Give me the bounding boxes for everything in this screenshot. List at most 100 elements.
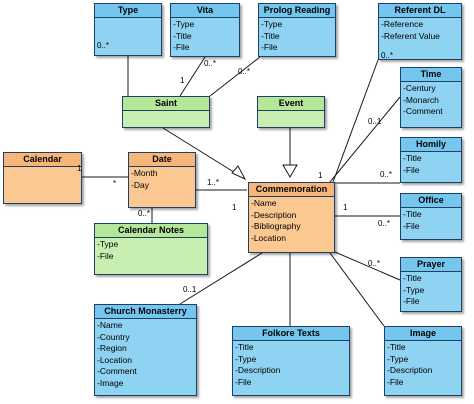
class-title: Event [258,97,324,111]
attribute: -Bibliography [251,221,301,231]
assoc-commemoration-church [179,252,263,305]
assoc-prolog-saint [209,56,261,97]
multiplicity-label: 0..* [238,67,251,76]
attribute: -Monarch [403,94,439,105]
attribute: -File [403,164,420,175]
class-office[interactable]: Office -Title -File [400,193,462,240]
multiplicity-label: 1 [318,171,323,180]
multiplicity-label: 0..* [380,170,393,179]
class-event[interactable]: Event [257,96,325,128]
class-attributes: -Title -Type -Description -File [233,341,349,388]
class-saint[interactable]: Saint [122,96,210,128]
multiplicity-label: 0..* [368,259,381,268]
class-time[interactable]: Time -Century -Monarch -Comment [400,67,462,128]
attribute: -Century [403,83,436,93]
class-attributes: -Month -Day [129,167,195,191]
assoc-commemoration-image [329,252,385,327]
multiplicity-label: 0..* [381,51,394,60]
attribute: -Type [387,353,409,364]
multiplicity-label: 1 [180,76,185,85]
class-vita[interactable]: Vita -Type -Title -File [170,3,240,57]
class-title: Type [95,4,161,18]
multiplicity-label: 0..* [378,219,391,228]
class-attributes: -Name -Country -Region -Location -Commen… [95,319,196,389]
class-title: Prayer [401,258,461,272]
attribute: -Referent Value [381,30,440,41]
multiplicity-label: 0..* [97,41,110,50]
attribute: -Type [261,19,283,29]
class-date[interactable]: Date -Month -Day [128,152,196,208]
class-title: Commemoration [249,183,334,197]
attribute: -Title [387,342,406,352]
class-title: Date [129,153,195,167]
class-commemoration[interactable]: Commemoration -Name -Description -Biblio… [248,182,335,253]
attribute: -Region [97,343,127,353]
class-referent-dl[interactable]: Referent DL -Reference -Referent Value [378,3,462,60]
attribute: -Comment [403,106,443,116]
gen-saint-commemoration [162,127,246,180]
assoc-referent-commemoration [332,59,379,183]
class-homily[interactable]: Homily -Title -File [400,137,462,183]
attribute: -Type [97,239,119,249]
class-title: Image [385,327,461,341]
attribute: -File [403,296,420,306]
class-title: Saint [123,97,209,111]
attribute: -Type [235,353,257,364]
class-type[interactable]: Type [94,3,162,56]
class-title: Vita [171,4,239,18]
attribute: -Image [97,377,124,388]
attribute: -Title [235,342,254,352]
class-title: Referent DL [379,4,461,18]
class-title: Calendar Notes [95,224,207,238]
multiplicity-label: 0..1 [368,117,382,126]
class-image[interactable]: Image -Title -Type -Description -File [384,326,462,396]
class-calendar-notes[interactable]: Calendar Notes -Type -File [94,223,208,275]
class-prayer[interactable]: Prayer -Title -Type -File [400,257,462,312]
multiplicity-label: 1..* [207,178,220,187]
attribute: -File [261,42,278,52]
class-title: Church Monasterry [95,305,196,319]
class-attributes: -Type -Title -File [171,18,239,54]
class-attributes: -Century -Monarch -Comment [401,82,461,118]
multiplicity-label: 1 [77,164,82,173]
class-title: Homily [401,138,461,152]
class-attributes: -Reference -Referent Value [379,18,461,42]
attribute: -Type [173,19,195,29]
class-title: Office [401,194,461,208]
attribute: -File [173,42,190,52]
class-attributes: -Type -File [95,238,207,262]
attribute: -Month [131,168,158,178]
class-church-monasterry[interactable]: Church Monasterry -Name -Country -Region… [94,304,197,396]
attribute: -Type [403,284,425,295]
assoc-vita-saint [179,56,206,97]
multiplicity-label: 1 [343,203,348,212]
attribute: -Country [97,331,130,342]
class-title: Prolog Reading [259,4,335,18]
multiplicity-label: 0..1 [183,285,197,294]
multiplicity-label: 0..* [138,209,151,218]
class-attributes: -Title -File [401,208,461,232]
attribute: -Name [97,320,123,330]
attribute: -Title [403,209,422,219]
attribute: -File [235,376,252,387]
attribute: -Day [131,179,149,190]
class-attributes: -Title -Type -Description -File [385,341,461,388]
class-title: Calendar [4,153,81,167]
multiplicity-label: 0..* [204,59,217,68]
class-prolog-reading[interactable]: Prolog Reading -Type -Title -File [258,3,336,57]
class-calendar[interactable]: Calendar [3,152,82,204]
generalization-arrowhead-saint [231,165,247,181]
class-attributes: -Title -Type -File [401,272,461,308]
attribute: -Reference [381,19,424,29]
attribute: -Description [387,365,433,375]
attribute: -Name [251,198,277,208]
attribute: -Description [251,209,297,220]
attribute: -Title [173,30,192,41]
multiplicity-label: * [113,179,117,188]
attribute: -File [387,376,404,387]
attribute: -Location [97,354,132,365]
class-attributes: -Title -File [401,152,461,176]
class-folklore-texts[interactable]: Folkore Texts -Title -Type -Description … [232,326,350,396]
